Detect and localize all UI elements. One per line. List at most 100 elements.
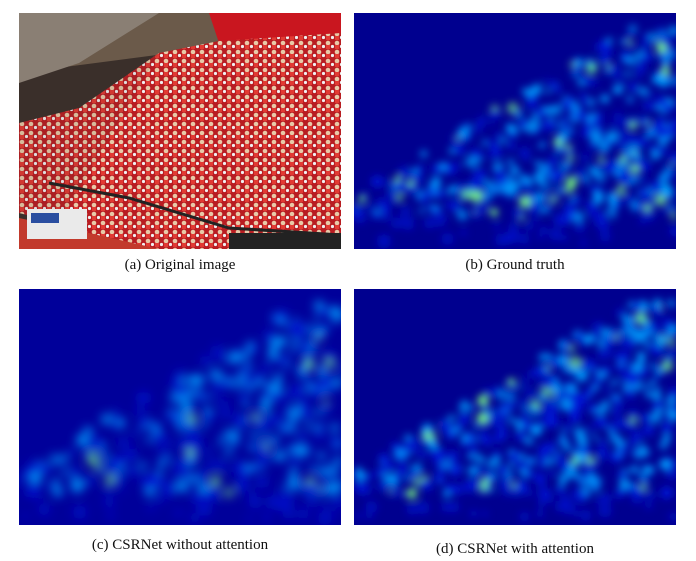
density-blob bbox=[626, 322, 632, 328]
density-blob bbox=[538, 480, 545, 488]
density-blob bbox=[648, 320, 661, 332]
density-blob bbox=[635, 61, 647, 73]
density-blob bbox=[517, 193, 524, 200]
density-blob bbox=[277, 309, 289, 321]
density-blob bbox=[305, 422, 312, 429]
density-blob bbox=[488, 119, 494, 125]
density-blob bbox=[598, 141, 610, 154]
density-blob bbox=[626, 181, 633, 187]
density-blob bbox=[561, 500, 576, 515]
density-blob bbox=[158, 478, 164, 485]
density-blob bbox=[654, 72, 665, 83]
density-blob bbox=[663, 186, 674, 197]
density-blob bbox=[494, 131, 503, 141]
density-blob bbox=[309, 465, 317, 473]
density-blob bbox=[518, 147, 530, 159]
density-blob bbox=[75, 481, 85, 490]
density-blob bbox=[262, 513, 271, 522]
density-blob bbox=[661, 421, 674, 434]
density-blob bbox=[260, 434, 269, 444]
density-blob bbox=[212, 345, 223, 356]
caption-csrnet-without-attention: (c) CSRNet without attention bbox=[91, 537, 269, 553]
density-blob bbox=[548, 469, 556, 477]
density-blob bbox=[493, 386, 501, 394]
density-blob bbox=[441, 232, 454, 245]
density-blob bbox=[439, 189, 448, 197]
density-blob bbox=[223, 487, 234, 498]
density-blob bbox=[652, 391, 662, 401]
density-blob bbox=[642, 209, 655, 222]
density-blob bbox=[157, 445, 164, 452]
density-blob bbox=[617, 470, 627, 480]
density-blob bbox=[166, 489, 175, 498]
density-blob bbox=[189, 441, 201, 453]
density-blob bbox=[645, 490, 656, 501]
density-blob bbox=[599, 230, 611, 242]
density-blob bbox=[398, 166, 411, 179]
density-blob bbox=[557, 354, 570, 366]
density-blob bbox=[310, 386, 323, 399]
density-blob bbox=[260, 395, 272, 408]
density-blob bbox=[260, 406, 269, 415]
density-blob bbox=[607, 350, 614, 357]
density-blob bbox=[526, 456, 536, 466]
density-blob bbox=[668, 387, 676, 398]
density-blob bbox=[84, 475, 94, 486]
density-blob bbox=[636, 351, 646, 361]
density-blob bbox=[662, 434, 669, 440]
crowd-photo-graphic bbox=[19, 13, 341, 249]
density-blob bbox=[627, 39, 633, 45]
density-blob bbox=[294, 387, 306, 399]
density-blob bbox=[618, 439, 626, 448]
density-blob bbox=[519, 461, 529, 471]
density-blob bbox=[252, 379, 258, 385]
density-blob bbox=[661, 360, 673, 372]
density-blob bbox=[178, 419, 187, 429]
density-blob bbox=[555, 145, 563, 154]
density-blob bbox=[599, 161, 609, 170]
density-blob bbox=[204, 412, 214, 422]
density-blob bbox=[257, 417, 264, 424]
density-blob bbox=[624, 388, 633, 397]
density-blob bbox=[576, 167, 587, 177]
density-blob bbox=[180, 443, 189, 452]
density-blob bbox=[655, 337, 667, 349]
density-blob bbox=[573, 57, 584, 68]
density-blob bbox=[525, 190, 535, 199]
density-blob bbox=[255, 460, 264, 470]
density-blob bbox=[618, 118, 627, 127]
density-blob bbox=[551, 383, 562, 393]
density-blob bbox=[558, 480, 566, 488]
density-blob bbox=[639, 187, 648, 197]
density-blob bbox=[522, 377, 528, 383]
density-blob bbox=[608, 64, 620, 75]
density-blob bbox=[532, 215, 540, 223]
density-blob bbox=[670, 404, 676, 413]
density-blob bbox=[549, 194, 556, 201]
density-blob bbox=[157, 469, 163, 476]
density-blob bbox=[189, 512, 200, 524]
density-blob bbox=[460, 441, 467, 448]
density-blob bbox=[419, 208, 424, 214]
density-blob bbox=[198, 394, 206, 402]
density-blob bbox=[545, 119, 558, 132]
density-blob bbox=[271, 391, 283, 403]
density-blob bbox=[565, 466, 577, 479]
density-blob bbox=[289, 420, 295, 426]
density-blob bbox=[423, 216, 436, 229]
density-blob bbox=[456, 209, 468, 221]
density-blob bbox=[669, 75, 676, 87]
density-blob bbox=[615, 352, 626, 363]
density-blob bbox=[101, 413, 113, 425]
density-blob bbox=[666, 124, 676, 134]
density-blob bbox=[641, 465, 649, 473]
density-blob bbox=[616, 139, 627, 150]
density-blob bbox=[626, 325, 638, 338]
density-blob bbox=[330, 423, 339, 432]
density-blob bbox=[157, 459, 166, 468]
density-blob bbox=[530, 120, 539, 129]
density-blob bbox=[319, 488, 328, 497]
density-blob bbox=[211, 381, 223, 393]
density-blob bbox=[38, 503, 51, 516]
density-blob bbox=[297, 508, 310, 520]
